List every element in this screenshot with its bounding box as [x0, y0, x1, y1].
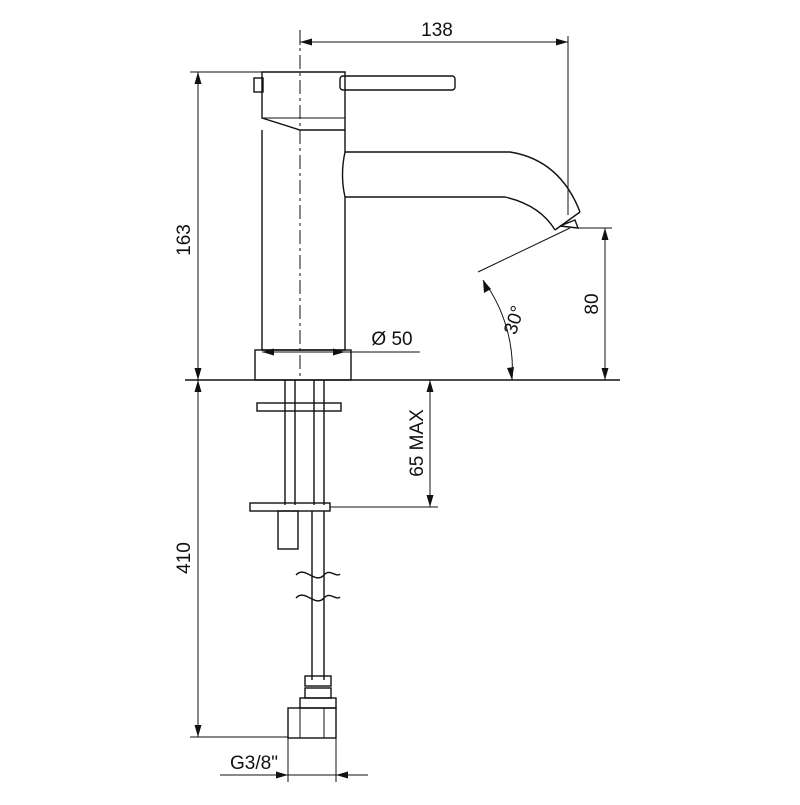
dim-thread-label: G3/8": [230, 753, 278, 774]
dim-diameter: Ø 50: [262, 329, 420, 356]
break-mark-bottom: [295, 594, 341, 602]
spout-bottom: [345, 196, 556, 231]
break-mark-top: [295, 571, 341, 579]
dim-width: 138: [299, 20, 569, 215]
dim-diameter-label: Ø 50: [371, 329, 412, 350]
dim-angle: 30°: [477, 227, 571, 381]
stud-end: [277, 510, 299, 550]
dim-height-label: 163: [174, 224, 195, 256]
dim-spout-height-label: 80: [582, 293, 603, 314]
dim-height: 163: [174, 71, 262, 380]
cap-screw: [253, 77, 264, 93]
dim-width-label: 138: [421, 20, 453, 41]
spout-joint: [341, 151, 346, 198]
column: [261, 130, 346, 351]
dim-hose-length-label: 410: [174, 542, 195, 574]
faucet-base: [254, 349, 352, 381]
hose-nut: [287, 707, 337, 739]
dim-hose-length: 410: [174, 380, 288, 738]
dim-thread: G3/8": [220, 738, 368, 782]
dim-deck-thickness-label: 65 MAX: [407, 409, 428, 477]
washer-top: [256, 402, 342, 412]
dim-deck-thickness: 65 MAX: [330, 380, 438, 508]
mounting-hardware: [249, 380, 342, 739]
faucet-body: [253, 71, 581, 381]
hose-ferrule-1: [304, 675, 332, 687]
dim-spout-height: 80: [578, 227, 612, 380]
lever-handle: [339, 75, 456, 91]
cartridge-cap: [261, 71, 346, 131]
dim-angle-label: 30°: [500, 303, 529, 337]
washer-bottom: [249, 502, 331, 512]
spout-top: [345, 151, 581, 213]
hose-ferrule-3: [299, 697, 337, 709]
aerator: [559, 219, 580, 229]
hose-ferrule-2: [304, 687, 332, 699]
spout-outlet: [554, 211, 581, 231]
